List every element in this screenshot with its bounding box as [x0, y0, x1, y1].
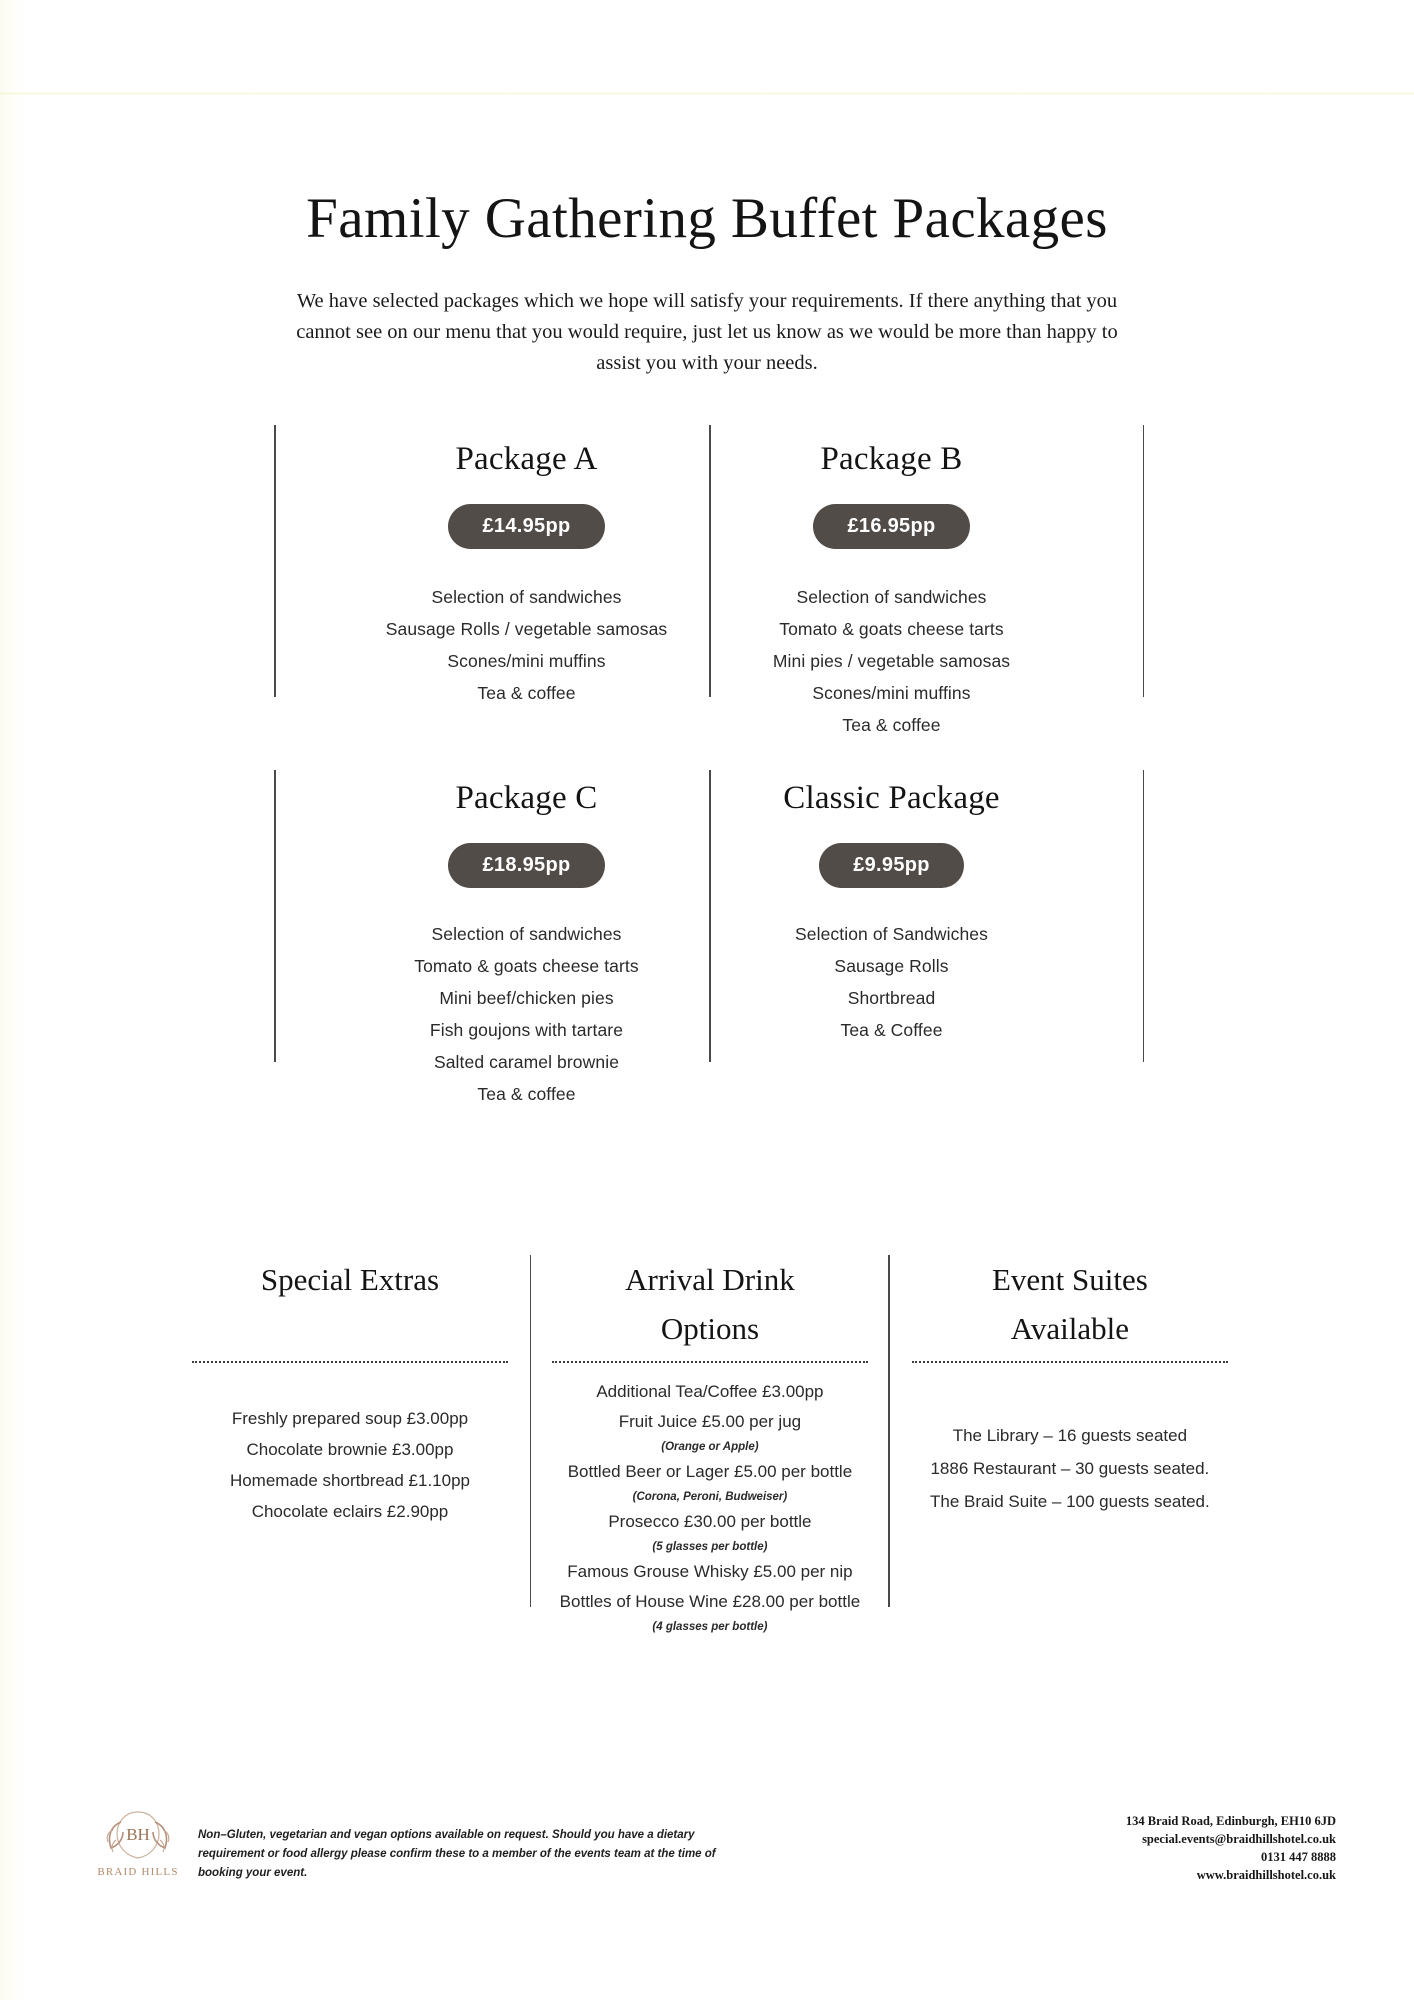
contact-block: 134 Braid Road, Edinburgh, EH10 6JD spec… — [1126, 1812, 1336, 1884]
list-item-note: (4 glasses per bottle) — [652, 1621, 768, 1633]
package-b-title: Package B — [820, 441, 963, 477]
list-item: Scones/mini muffins — [447, 651, 606, 671]
page-footer: BH BRAID HILLS Non–Gluten, vegetarian an… — [0, 1800, 1414, 1920]
logo-name: BRAID HILLS — [97, 1866, 179, 1878]
list-item: Tea & coffee — [477, 1084, 576, 1104]
list-item: Chocolate brownie £3.00pp — [246, 1440, 454, 1459]
package-card-c: Package C £18.95pp Selection of sandwich… — [344, 770, 709, 1115]
list-item: 1886 Restaurant – 30 guests seated. — [930, 1459, 1210, 1478]
arrival-drinks-items: Additional Tea/Coffee £3.00pp Fruit Juic… — [546, 1377, 874, 1637]
package-c-items: Selection of sandwiches Tomato & goats c… — [352, 918, 701, 1110]
dietary-disclaimer: Non–Gluten, vegetarian and vegan options… — [198, 1829, 716, 1879]
divider-right-lower — [888, 1255, 890, 1607]
package-row-top: Package A £14.95pp Selection of sandwich… — [274, 425, 1144, 770]
list-item-note: (Orange or Apple) — [661, 1441, 759, 1453]
package-c-price-badge: £18.95pp — [448, 843, 605, 888]
special-extras-title: Special Extras — [260, 1262, 440, 1297]
divider-left-lower — [529, 1255, 532, 1607]
divider-left-bottom — [274, 770, 276, 1062]
list-item: Fruit Juice £5.00 per jug — [618, 1412, 802, 1431]
list-item: Famous Grouse Whisky £5.00 per nip — [567, 1562, 853, 1581]
divider-right-bottom — [1142, 770, 1144, 1062]
event-suites-title-line1: Event Suites — [991, 1262, 1148, 1297]
package-row-bottom: Package C £18.95pp Selection of sandwich… — [274, 770, 1144, 1115]
arrival-drinks-title-line1: Arrival Drink — [625, 1262, 795, 1297]
list-item: Selection of sandwiches — [431, 924, 622, 944]
package-b-items: Selection of sandwiches Tomato & goats c… — [717, 581, 1066, 741]
list-item: The Braid Suite – 100 guests seated. — [930, 1492, 1210, 1511]
list-item: Selection of sandwiches — [796, 587, 987, 607]
package-classic-price-badge: £9.95pp — [819, 843, 964, 888]
lower-sections: Special Extras Freshly prepared soup £3.… — [170, 1255, 1250, 1637]
list-item: Salted caramel brownie — [433, 1052, 620, 1072]
arrival-drinks-title-line2: Options — [660, 1311, 760, 1346]
package-card-a: Package A £14.95pp Selection of sandwich… — [344, 425, 709, 770]
event-suites-title-line2: Available — [1010, 1311, 1129, 1346]
logo-initials-text: BH — [126, 1825, 150, 1844]
list-item: Tomato & goats cheese tarts — [414, 956, 639, 976]
list-item: Tomato & goats cheese tarts — [779, 619, 1004, 639]
list-item: Selection of Sandwiches — [795, 924, 988, 944]
special-extras-section: Special Extras Freshly prepared soup £3.… — [170, 1255, 530, 1637]
list-item-note: (Corona, Peroni, Budweiser) — [632, 1491, 788, 1503]
package-a-title: Package A — [455, 441, 598, 477]
event-suites-section: Event Suites Available The Library – 16 … — [890, 1255, 1250, 1637]
list-item: Additional Tea/Coffee £3.00pp — [596, 1382, 824, 1401]
scan-edge-artifact — [0, 0, 26, 2000]
list-item: Shortbread — [847, 988, 936, 1008]
event-suites-divider — [911, 1361, 1228, 1363]
package-a-price-badge: £14.95pp — [448, 504, 605, 549]
package-card-classic: Classic Package £9.95pp Selection of San… — [709, 770, 1074, 1115]
intro-paragraph: We have selected packages which we hope … — [296, 289, 1118, 374]
arrival-drinks-divider — [551, 1361, 868, 1363]
divider-left-top — [274, 425, 276, 697]
divider-middle-bottom — [709, 770, 711, 1062]
list-item: Tea & Coffee — [840, 1020, 943, 1040]
package-grid: Package A £14.95pp Selection of sandwich… — [274, 425, 1144, 1115]
divider-middle-top — [709, 425, 711, 697]
list-item: Tea & coffee — [477, 683, 576, 703]
contact-phone[interactable]: 0131 447 8888 — [1261, 1850, 1336, 1864]
list-item: Freshly prepared soup £3.00pp — [231, 1409, 469, 1428]
contact-address: 134 Braid Road, Edinburgh, EH10 6JD — [1125, 1814, 1336, 1828]
package-c-title: Package C — [455, 780, 598, 816]
list-item: Scones/mini muffins — [812, 683, 971, 703]
list-item-note: (5 glasses per bottle) — [652, 1541, 768, 1553]
special-extras-divider — [192, 1361, 508, 1363]
list-item: Chocolate eclairs £2.90pp — [251, 1502, 449, 1521]
arrival-drinks-section: Arrival Drink Options Additional Tea/Cof… — [529, 1255, 890, 1637]
crest-icon: BH — [95, 1806, 181, 1864]
scan-line-artifact — [0, 92, 1414, 95]
contact-email[interactable]: special.events@braidhillshotel.co.uk — [1142, 1832, 1336, 1846]
package-classic-items: Selection of Sandwiches Sausage Rolls Sh… — [717, 918, 1066, 1046]
special-extras-items: Freshly prepared soup £3.00pp Chocolate … — [186, 1403, 514, 1527]
list-item: Bottled Beer or Lager £5.00 per bottle — [567, 1462, 853, 1481]
list-item: Selection of sandwiches — [431, 587, 622, 607]
package-b-price-badge: £16.95pp — [813, 504, 970, 549]
list-item: Sausage Rolls — [834, 956, 949, 976]
brand-logo: BH BRAID HILLS — [95, 1806, 181, 1878]
list-item: Mini pies / vegetable samosas — [772, 651, 1011, 671]
list-item: Prosecco £30.00 per bottle — [608, 1512, 812, 1531]
list-item: Fish goujons with tartare — [429, 1020, 624, 1040]
list-item: The Library – 16 guests seated — [952, 1426, 1188, 1445]
laurel-wreath-icon: BH — [106, 1811, 170, 1859]
contact-website[interactable]: www.braidhillshotel.co.uk — [1196, 1868, 1336, 1882]
event-suites-title: Event Suites Available — [906, 1255, 1234, 1355]
list-item: Bottles of House Wine £28.00 per bottle — [559, 1592, 861, 1611]
list-item: Mini beef/chicken pies — [439, 988, 614, 1008]
event-suites-items: The Library – 16 guests seated 1886 Rest… — [906, 1419, 1234, 1518]
package-classic-title: Classic Package — [783, 780, 1000, 816]
package-card-b: Package B £16.95pp Selection of sandwich… — [709, 425, 1074, 770]
list-item: Sausage Rolls / vegetable samosas — [385, 619, 668, 639]
list-item: Tea & coffee — [842, 715, 941, 735]
page-title: Family Gathering Buffet Packages — [306, 187, 1108, 251]
list-item: Homemade shortbread £1.10pp — [229, 1471, 470, 1490]
arrival-drinks-title: Arrival Drink Options — [546, 1255, 874, 1355]
divider-right-top — [1142, 425, 1144, 697]
package-a-items: Selection of sandwiches Sausage Rolls / … — [352, 581, 701, 709]
